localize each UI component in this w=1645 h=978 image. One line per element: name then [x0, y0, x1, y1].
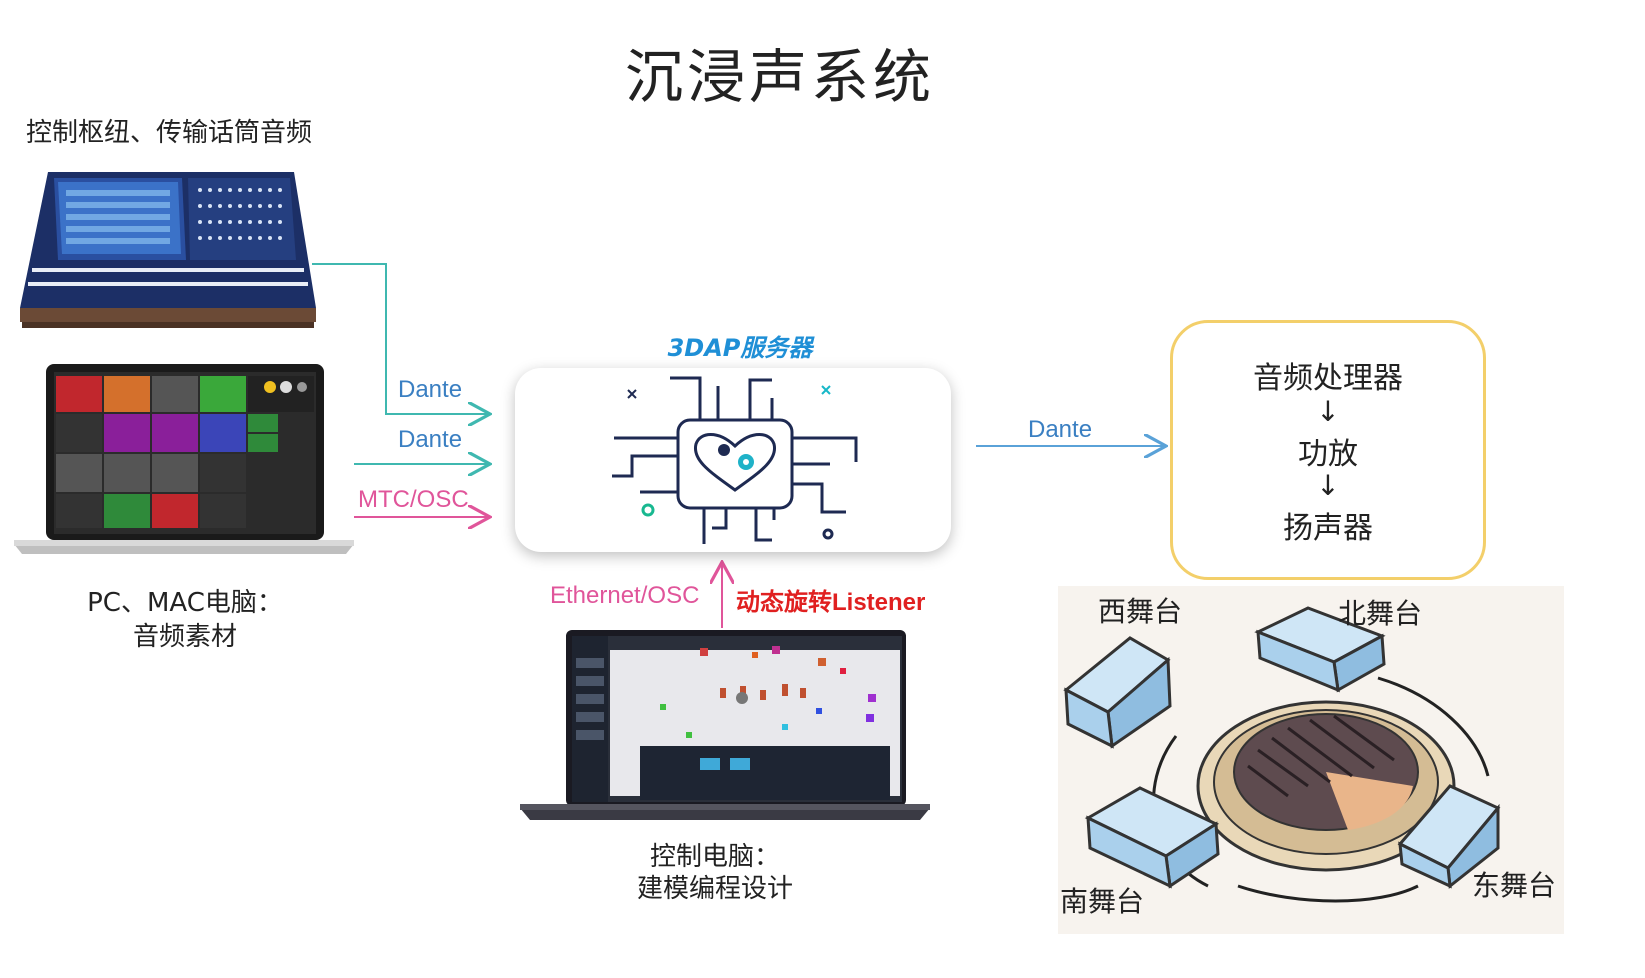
listener-label: 动态旋转Listener: [736, 589, 926, 616]
console-dante-line: [312, 263, 490, 414]
page-title: 沉浸声系统: [624, 43, 935, 111]
control-pc-label-line2: 建模编程设计: [636, 874, 793, 904]
stadium-icon: [1063, 606, 1501, 903]
north-stage-label: 北舞台: [1338, 597, 1423, 630]
laptop-icon: [14, 364, 354, 554]
control-pc-label-line1: 控制电脑：: [649, 842, 780, 872]
ethernet-osc-label: Ethernet/OSC: [550, 582, 700, 609]
control-computer-icon: [520, 630, 930, 820]
audio-processor-label: 音频处理器: [1253, 361, 1403, 396]
dante-label-1: Dante: [398, 376, 463, 403]
speaker-label: 扬声器: [1283, 511, 1373, 546]
audio-mixing-console-icon: [20, 172, 316, 328]
amplifier-label: 功放: [1298, 437, 1358, 472]
pc-label-line2: 音频素材: [132, 622, 237, 652]
server-box: [515, 368, 951, 552]
down-arrow-icon: ↓: [1316, 395, 1340, 428]
dante-out-label: Dante: [1028, 416, 1093, 443]
audio-processing-chain: 音频处理器 ↓ 功放 ↓ 扬声器: [1170, 320, 1486, 580]
chip-heart-icon: [612, 376, 858, 544]
dante-label-2: Dante: [398, 426, 463, 453]
west-stage-label: 西舞台: [1098, 595, 1183, 628]
server-title: 3DAP服务器: [667, 334, 813, 362]
console-label: 控制枢纽、传输话筒音频: [26, 118, 313, 148]
down-arrow-icon: ↓: [1316, 469, 1340, 502]
south-stage-label: 南舞台: [1060, 885, 1145, 918]
pc-label-line1: PC、MAC电脑：: [87, 588, 283, 618]
east-stage-label: 东舞台: [1472, 869, 1557, 902]
mtc-osc-label: MTC/OSC: [358, 486, 469, 513]
